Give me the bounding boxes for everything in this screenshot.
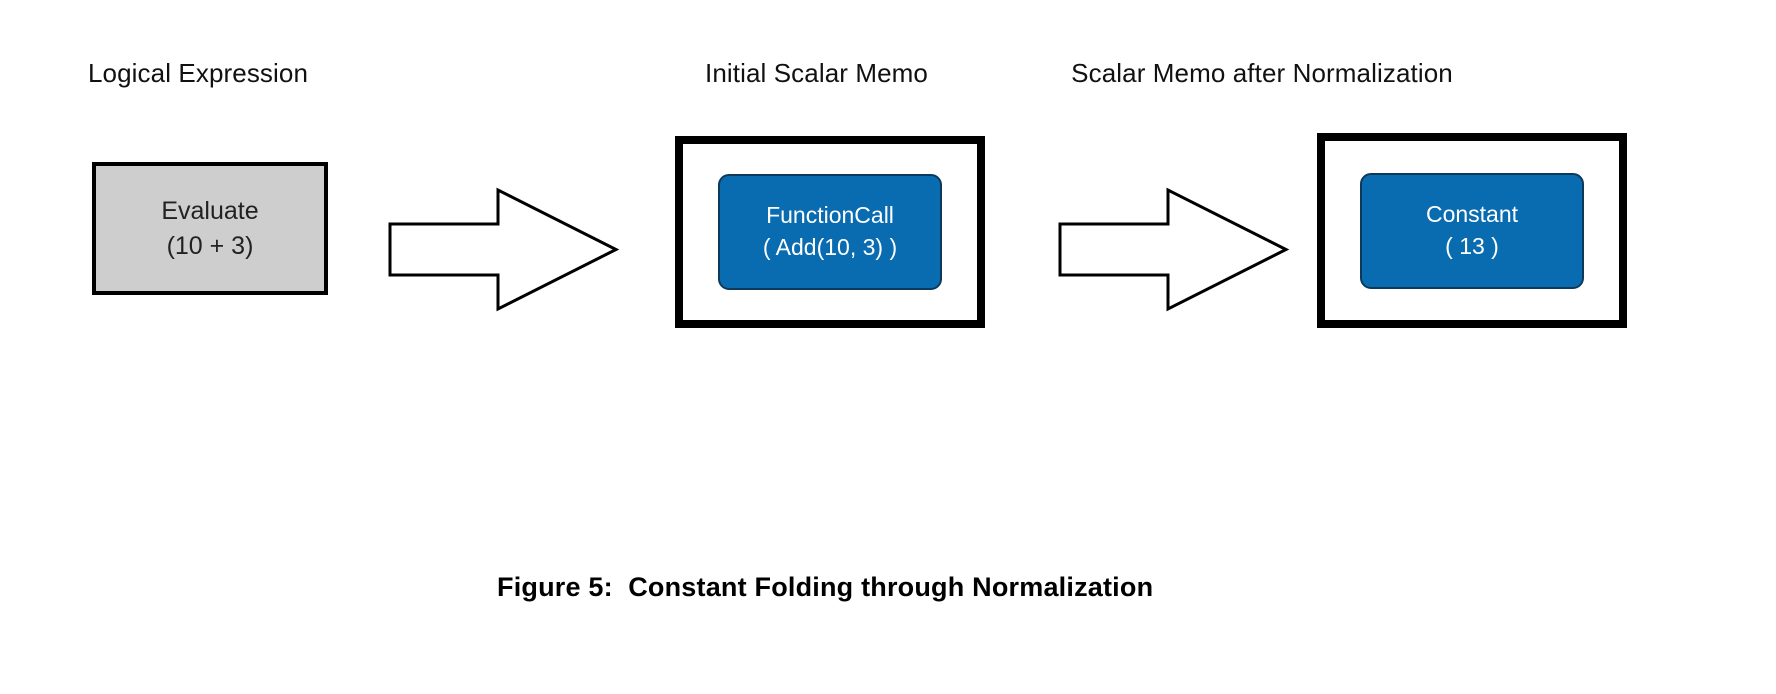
column-heading-scalar-memo-after-normalization: Scalar Memo after Normalization: [1071, 58, 1453, 88]
memo-node-expression-label: ( 13 ): [1445, 232, 1499, 259]
memo-node-type-label: FunctionCall: [766, 202, 894, 229]
arrow-initial-to-normalized-memo-icon: [1058, 187, 1290, 312]
logical-expression-operation: Evaluate: [161, 197, 259, 225]
memo-node-type-label: Constant: [1425, 200, 1519, 227]
column-heading-initial-scalar-memo: Initial Scalar Memo: [705, 58, 928, 88]
figure-caption: Figure 5: Constant Folding through Norma…: [497, 572, 1154, 602]
logical-expression-box: Evaluate (10 + 3): [92, 162, 328, 295]
initial-scalar-memo-frame: FunctionCall ( Add(10, 3) ): [675, 136, 985, 328]
logical-expression-arguments: (10 + 3): [166, 232, 254, 260]
memo-node-function-call: FunctionCall ( Add(10, 3) ): [718, 174, 942, 290]
normalized-scalar-memo-frame: Constant ( 13 ): [1317, 133, 1627, 328]
column-heading-logical-expression: Logical Expression: [88, 58, 309, 88]
memo-node-constant: Constant ( 13 ): [1360, 172, 1584, 289]
arrow-logical-to-initial-memo-icon: [388, 187, 620, 312]
memo-node-expression-label: ( Add(10, 3) ): [762, 234, 898, 260]
